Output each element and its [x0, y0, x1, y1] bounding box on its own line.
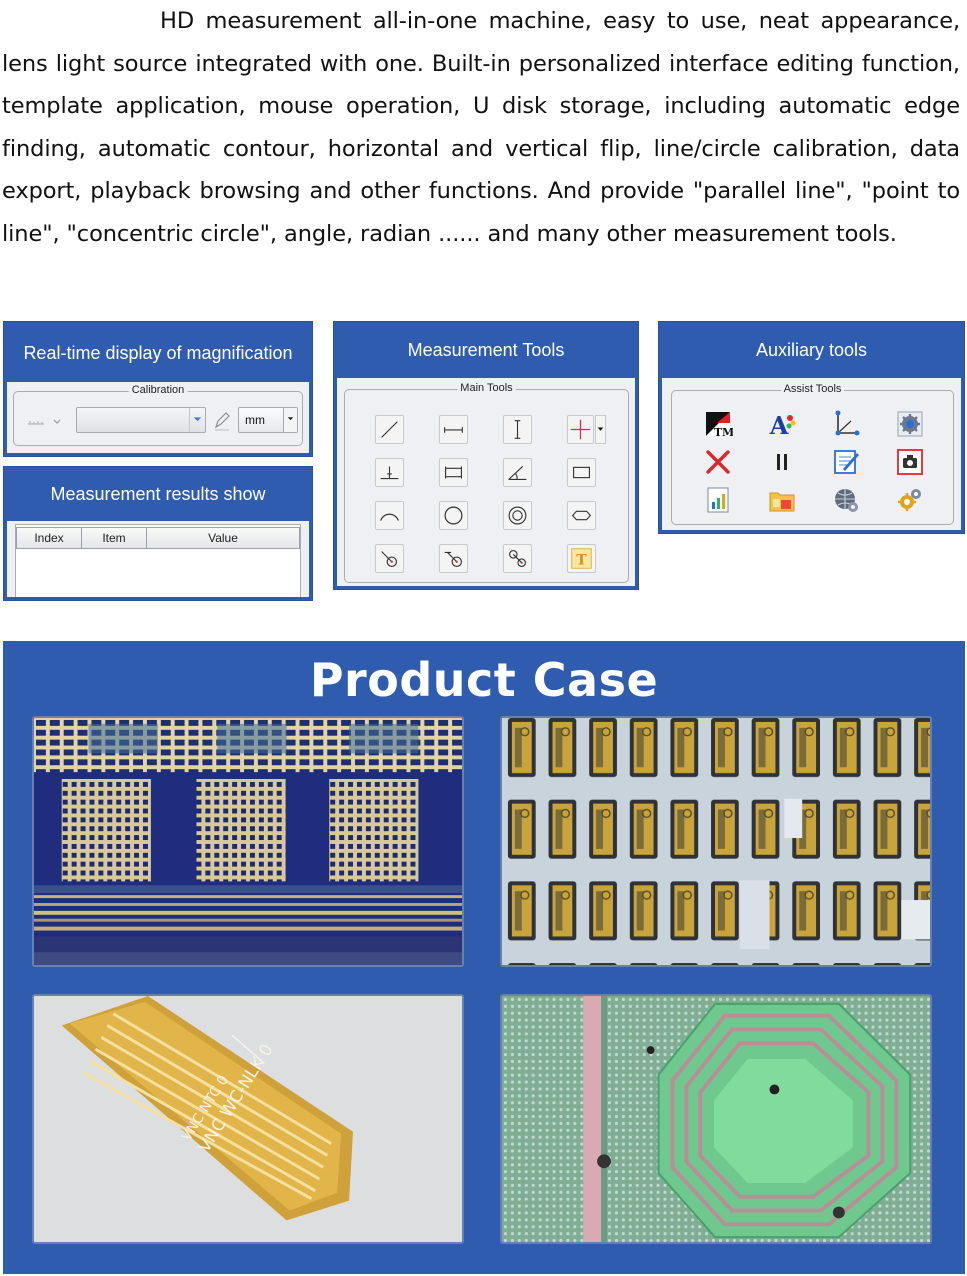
calibration-group: Calibration mm: [13, 384, 303, 446]
logo-glyph: TM: [714, 426, 733, 439]
results-panel: Measurement results show Index Item Valu…: [3, 466, 313, 601]
edit-note-icon[interactable]: [831, 447, 861, 477]
slot-tool-icon[interactable]: [567, 501, 596, 530]
results-panel-body: Index Item Value: [7, 521, 309, 597]
crosshair-tool-icon[interactable]: [567, 415, 594, 444]
magnification-select[interactable]: [76, 407, 206, 433]
circle-to-circle-tool-icon[interactable]: [503, 544, 532, 573]
parallel-line-tool-icon[interactable]: [439, 458, 468, 487]
auxiliary-tools-body: Assist Tools TM A: [662, 378, 961, 530]
point-to-circle-tool-icon[interactable]: [375, 544, 404, 573]
font-color-icon[interactable]: A: [767, 409, 797, 439]
product-photo-inductor-chip: [500, 994, 932, 1244]
text-tool-glyph: T: [576, 553, 587, 569]
product-photo-gold-pads: [500, 716, 932, 967]
magnification-panel-title: Real-time display of magnification: [23, 342, 293, 363]
results-panel-title: Measurement results show: [50, 483, 266, 504]
rectangle-tool-icon[interactable]: [567, 458, 596, 487]
font-glyph: A: [769, 411, 789, 439]
calibration-group-label: Calibration: [128, 384, 188, 396]
measurement-tools-body: Main Tools T: [337, 378, 635, 586]
logo-icon[interactable]: TM: [703, 409, 733, 439]
chevron-down-icon[interactable]: [189, 408, 205, 432]
unit-select[interactable]: mm: [238, 407, 298, 433]
auxiliary-tools-panel: Auxiliary tools Assist Tools TM A: [658, 321, 965, 534]
open-folder-icon[interactable]: [767, 485, 797, 515]
auxiliary-tools-title: Auxiliary tools: [755, 339, 868, 360]
measurement-tools-title: Measurement Tools: [407, 339, 565, 360]
table-header-value[interactable]: Value: [146, 527, 300, 549]
point-to-line-tool-icon[interactable]: [375, 458, 404, 487]
settings-gear-icon[interactable]: [895, 409, 925, 439]
intro-text: HD measurement all-in-one machine, easy …: [2, 8, 960, 247]
coordinate-axis-icon[interactable]: [831, 409, 861, 439]
table-header-index[interactable]: Index: [16, 527, 82, 549]
horizontal-line-tool-icon[interactable]: [439, 415, 468, 444]
camera-icon[interactable]: [895, 447, 925, 477]
report-export-icon[interactable]: [703, 485, 733, 515]
chevron-down-icon[interactable]: [283, 408, 297, 432]
assist-tools-label: Assist Tools: [780, 383, 845, 395]
pencil-icon[interactable]: [212, 410, 232, 432]
magnification-panel-body: Calibration mm: [7, 382, 309, 453]
product-photo-flex-circuit: VNC WC-NLK 0 VNC NTC 0: [32, 994, 464, 1244]
table-header-item[interactable]: Item: [81, 527, 147, 549]
concentric-circle-tool-icon[interactable]: [503, 501, 532, 530]
gears-icon[interactable]: [895, 485, 925, 515]
results-table: Index Item Value: [15, 524, 301, 597]
pause-icon[interactable]: [767, 447, 797, 477]
line-to-circle-tool-icon[interactable]: [439, 544, 468, 573]
product-case-section: Product Case: [3, 641, 965, 1274]
main-tools-label: Main Tools: [457, 382, 516, 394]
product-photo-lead-frame: [32, 716, 464, 967]
line-tool-icon[interactable]: [375, 415, 404, 444]
measurement-tools-panel: Measurement Tools Main Tools T: [333, 321, 639, 590]
delete-icon[interactable]: [703, 447, 733, 477]
circle-tool-icon[interactable]: [439, 501, 468, 530]
chevron-down-icon[interactable]: [595, 415, 606, 444]
assist-tools-group: Assist Tools TM A: [671, 383, 954, 525]
vertical-line-tool-icon[interactable]: [503, 415, 532, 444]
ruler-icon[interactable]: [26, 412, 66, 430]
unit-select-value: mm: [245, 413, 265, 427]
globe-settings-icon[interactable]: [831, 485, 861, 515]
angle-tool-icon[interactable]: [503, 458, 532, 487]
intro-paragraph: HD measurement all-in-one machine, easy …: [2, 0, 960, 255]
main-tools-group: Main Tools T: [344, 382, 629, 583]
product-case-title: Product Case: [309, 653, 659, 707]
arc-tool-icon[interactable]: [375, 501, 404, 530]
text-tool-icon[interactable]: T: [567, 544, 596, 573]
magnification-panel: Real-time display of magnification Calib…: [3, 321, 313, 457]
